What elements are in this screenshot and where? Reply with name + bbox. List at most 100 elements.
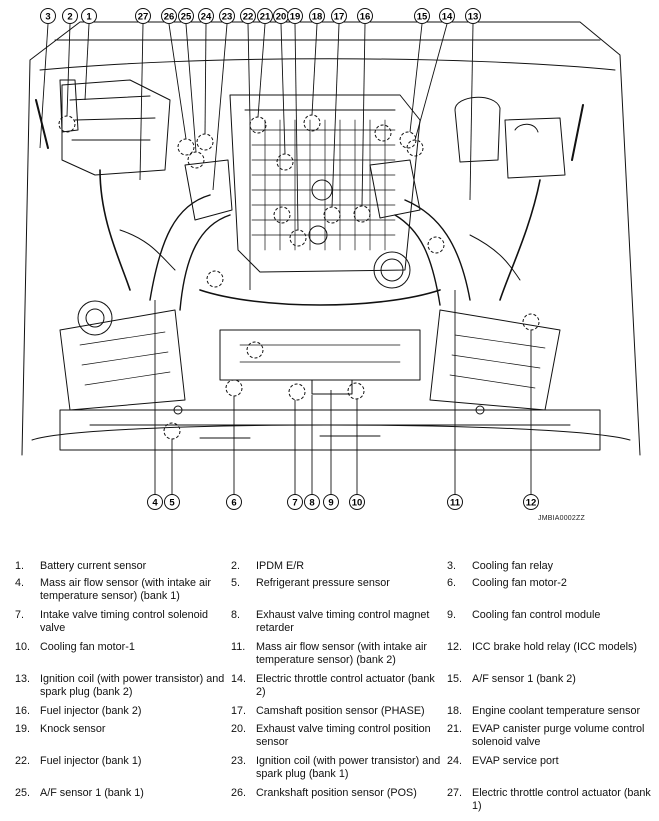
callout-17: 17	[331, 8, 347, 24]
legend-number: 15.	[447, 673, 463, 685]
callout-label: 22	[243, 12, 254, 23]
callout-14: 14	[439, 8, 455, 24]
legend-number: 3.	[447, 560, 457, 572]
legend-number: 2.	[231, 560, 241, 572]
legend-number: 16.	[15, 705, 31, 717]
callout-23: 23	[219, 8, 235, 24]
legend-number: 12.	[447, 641, 463, 653]
callout-8: 8	[304, 494, 320, 510]
legend-number: 27.	[447, 787, 463, 799]
legend-number: 8.	[231, 609, 241, 621]
legend-number: 1.	[15, 560, 25, 572]
callout-label: 7	[292, 498, 297, 509]
callout-label: 1	[86, 12, 92, 23]
callout-5: 5	[164, 494, 180, 510]
legend-text: Crankshaft position sensor (POS)	[256, 787, 417, 799]
legend-text: Cooling fan motor-2	[472, 577, 567, 589]
callout-label: 15	[417, 12, 428, 23]
legend-number: 25.	[15, 787, 31, 799]
callout-13: 13	[465, 8, 481, 24]
callout-26: 26	[161, 8, 177, 24]
intake-plenum	[229, 94, 421, 273]
callout-6: 6	[226, 494, 242, 510]
callout-1: 1	[81, 8, 97, 24]
legend-text: Knock sensor	[40, 723, 106, 735]
callout-3: 3	[40, 8, 56, 24]
legend-text: A/F sensor 1 (bank 1)	[40, 787, 144, 799]
legend-text: Battery current sensor	[40, 560, 147, 572]
callout-15: 15	[414, 8, 430, 24]
callout-label: 4	[152, 498, 158, 509]
legend-text: IPDM E/R	[256, 560, 304, 572]
callout-12: 12	[523, 494, 539, 510]
callout-label: 5	[169, 498, 175, 509]
callout-label: 20	[276, 12, 287, 23]
callout-18: 18	[309, 8, 325, 24]
engine-compartment-figure: 3 2 1 27 26 25 24 23 22 21 20 19 18 17 1…	[21, 8, 641, 522]
reservoir	[454, 96, 501, 163]
callout-11: 11	[447, 494, 463, 510]
callout-label: 19	[290, 12, 301, 23]
legend-number: 6.	[447, 577, 457, 589]
legend-number: 11.	[231, 641, 246, 653]
battery-area	[61, 79, 171, 176]
legend-text: Exhaust valve timing control position se…	[256, 723, 431, 748]
legend-text: Engine coolant temperature sensor	[472, 705, 641, 717]
callout-label: 10	[352, 498, 363, 509]
legend-text: Mass air flow sensor (with intake air te…	[40, 577, 212, 602]
air-cleaner-right	[429, 309, 561, 411]
callout-27: 27	[135, 8, 151, 24]
legend-number: 5.	[231, 577, 241, 589]
legend-number: 18.	[447, 705, 463, 717]
legend-text: Ignition coil (with power transistor) an…	[40, 673, 225, 698]
legend-text: Camshaft position sensor (PHASE)	[256, 705, 425, 717]
legend-text: Fuel injector (bank 2)	[40, 705, 142, 717]
legend-text: Refrigerant pressure sensor	[256, 577, 390, 589]
callout-2: 2	[62, 8, 78, 24]
callout-label: 12	[526, 498, 537, 509]
callout-label: 23	[222, 12, 233, 23]
legend-number: 21.	[447, 723, 463, 735]
callout-21: 21	[257, 8, 273, 24]
callout-leaders	[39, 23, 532, 495]
callout-24: 24	[198, 8, 214, 24]
callout-label: 25	[181, 12, 192, 23]
legend-text: ICC brake hold relay (ICC models)	[472, 641, 638, 653]
sensor-location-markers	[58, 114, 540, 440]
callout-22: 22	[240, 8, 256, 24]
callout-label: 6	[231, 498, 236, 509]
legend-text: Intake valve timing control solenoid val…	[40, 609, 209, 634]
legend-text: Cooling fan control module	[472, 609, 601, 621]
callout-label: 16	[360, 12, 371, 23]
callout-19: 19	[287, 8, 303, 24]
callout-label: 18	[312, 12, 323, 23]
legend-text: Fuel injector (bank 1)	[40, 755, 142, 767]
legend-text: A/F sensor 1 (bank 2)	[472, 673, 576, 685]
callout-label: 11	[450, 498, 461, 509]
legend-number: 22.	[15, 755, 31, 767]
callout-label: 27	[138, 12, 149, 23]
callout-9: 9	[323, 494, 339, 510]
callout-25: 25	[178, 8, 194, 24]
legend-text: Cooling fan motor-1	[40, 641, 135, 653]
air-cleaner-left	[59, 309, 186, 411]
callout-label: 13	[468, 12, 479, 23]
callout-label: 21	[260, 12, 271, 23]
engine-line-drawing: 3 2 1 27 26 25 24 23 22 21 20 19 18 17 1…	[21, 8, 641, 510]
callout-4: 4	[147, 494, 163, 510]
radiator-support	[59, 409, 601, 451]
legend-text: Electric throttle control actuator (bank…	[256, 673, 435, 698]
legend-number: 13.	[15, 673, 31, 685]
legend-number: 24.	[447, 755, 463, 767]
legend-text: EVAP canister purge volume control solen…	[472, 723, 645, 748]
legend-text: Exhaust valve timing control magnet reta…	[256, 609, 430, 634]
throttle-bank2	[369, 159, 421, 219]
callout-label: 9	[328, 498, 333, 509]
legend-number: 4.	[15, 577, 25, 589]
legend-number: 7.	[15, 609, 25, 621]
legend-number: 14.	[231, 673, 247, 685]
callout-7: 7	[287, 494, 303, 510]
legend-number: 26.	[231, 787, 247, 799]
callout-label: 2	[67, 12, 72, 23]
callout-label: 8	[309, 498, 314, 509]
